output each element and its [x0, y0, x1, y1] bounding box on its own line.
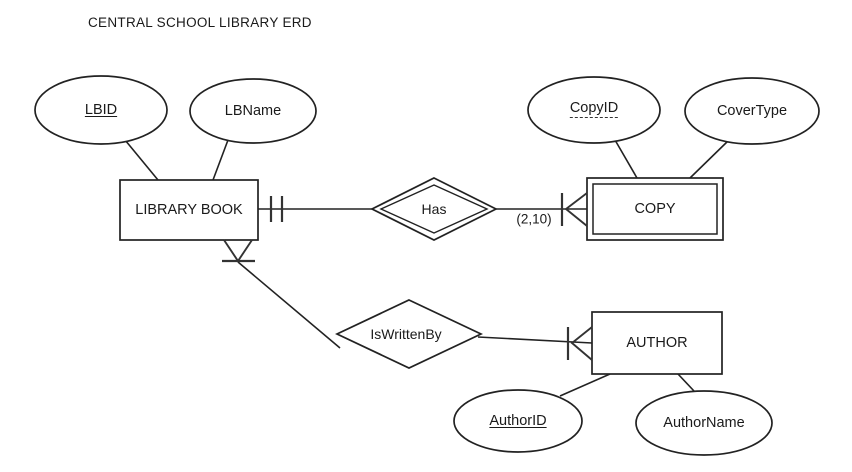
attribute-label-lbid: LBID — [84, 102, 118, 118]
diagram-title: CENTRAL SCHOOL LIBRARY ERD — [88, 15, 312, 30]
relationship-diamond-is-written-by[interactable] — [335, 299, 483, 369]
connector-authorname-to-author — [677, 373, 695, 392]
entity-label-copy: COPY — [634, 201, 676, 217]
marker-author-crowsfoot — [570, 326, 593, 361]
connector-authorid-to-author — [559, 373, 611, 397]
entity-box-copy-inner — [592, 183, 718, 235]
connector-covertype-to-copy — [689, 139, 730, 179]
marker-copy-crowsfoot — [564, 192, 588, 227]
relationship-label-is-written-by: IsWrittenBy — [370, 326, 442, 342]
attribute-label-copyid: CopyID — [569, 100, 619, 118]
attribute-ellipse-lbid[interactable] — [34, 75, 168, 145]
relationship-diamond-has-inner — [379, 184, 489, 234]
connector-lines — [124, 139, 730, 397]
connector-library-book-to-is-written-by — [237, 261, 341, 349]
cardinality-label-has-copy: (2,10) — [516, 211, 552, 227]
entity-label-library-book: LIBRARY BOOK — [135, 202, 243, 218]
attribute-ellipse-authorid[interactable] — [453, 389, 583, 453]
entity-label-author: AUTHOR — [626, 335, 688, 351]
connector-copyid-to-copy — [614, 139, 638, 179]
attribute-ellipse-lbname[interactable] — [189, 78, 317, 144]
attribute-ellipse-authorname[interactable] — [635, 390, 773, 456]
attribute-ellipses — [34, 75, 820, 456]
attribute-label-authorname: AuthorName — [663, 415, 745, 431]
connector-lbid-to-library-book — [124, 139, 159, 181]
attribute-label-covertype: CoverType — [716, 103, 788, 119]
relationship-label-has: Has — [421, 201, 447, 217]
entity-boxes — [119, 177, 724, 375]
attribute-label-lbname: LBName — [224, 103, 282, 119]
entity-box-library-book[interactable] — [119, 179, 259, 241]
relationship-diamonds — [335, 177, 498, 369]
attribute-ellipse-covertype[interactable] — [684, 77, 820, 145]
connector-lbname-to-library-book — [212, 139, 229, 181]
cardinality-markers — [222, 192, 593, 361]
attribute-label-authorid: AuthorID — [489, 413, 547, 429]
marker-library-book-crowsfoot — [223, 239, 253, 263]
attribute-ellipse-copyid[interactable] — [527, 76, 661, 144]
entity-box-author[interactable] — [591, 311, 723, 375]
